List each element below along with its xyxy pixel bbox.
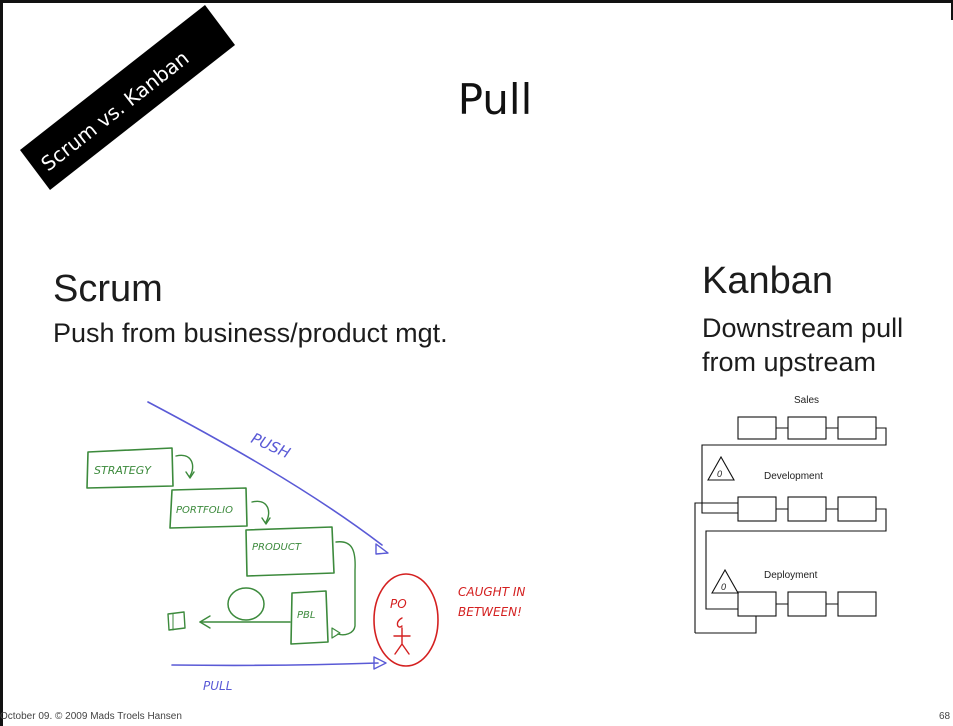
portfolio-connector <box>251 500 270 523</box>
kanban-subtitle-line-2: from upstream <box>702 347 877 377</box>
po-figure-head <box>396 617 403 628</box>
deployment-buffer-symbol: 0 <box>721 582 726 592</box>
push-arrow-head <box>375 543 389 555</box>
slide-left-border <box>0 0 3 726</box>
portfolio-box <box>169 487 248 529</box>
pull-label: PULL <box>203 679 232 693</box>
pbl-box <box>290 590 329 645</box>
push-arrow-line <box>147 401 383 546</box>
product-flow-head <box>331 627 341 639</box>
strategy-box <box>86 447 174 489</box>
deployment-buffer-triangle <box>711 568 739 594</box>
development-label: Development <box>764 471 823 482</box>
strategy-connector <box>175 454 194 477</box>
development-stage-1 <box>737 496 777 522</box>
caught-label-line-2: BETWEEN! <box>458 605 522 619</box>
pbl-outflow-head <box>199 615 211 629</box>
strategy-label: STRATEGY <box>94 464 152 477</box>
footer-copyright: October 09. © 2009 Mads Troels Hansen <box>0 711 182 722</box>
scrum-heading: Scrum <box>53 268 163 310</box>
product-label: PRODUCT <box>252 542 302 553</box>
development-exit <box>876 508 887 527</box>
scrum-push-pull-sketch: PUSH STRATEGY PORTFOLIO PRODUCT PBL PO C… <box>86 401 525 693</box>
sales-exit <box>876 427 887 441</box>
sales-stage-1 <box>737 416 777 440</box>
portfolio-label: PORTFOLIO <box>176 505 233 516</box>
footer-page-number: 68 <box>939 711 951 722</box>
sales-to-development-return <box>701 441 887 514</box>
slide-title: Pull <box>457 75 533 124</box>
pbl-label: PBL <box>297 610 315 621</box>
pull-arrow-head <box>373 656 387 670</box>
development-to-deployment-return <box>705 527 887 610</box>
portfolio-connector-head <box>261 517 271 525</box>
kanban-subtitle-line-1: Downstream pull <box>702 313 904 343</box>
scrum-subtitle: Push from business/product mgt. <box>53 318 448 348</box>
sales-stage-2 <box>787 416 827 440</box>
pull-loop-bottom <box>695 625 757 634</box>
push-label: PUSH <box>248 429 293 462</box>
sales-label: Sales <box>794 395 819 406</box>
po-circle <box>373 573 439 667</box>
development-stage-3 <box>837 496 877 522</box>
kanban-pull-diagram: Sales Development Deployment 0 0 <box>694 395 887 634</box>
caught-label-line-1: CAUGHT IN <box>458 585 525 599</box>
pull-loop-outer <box>694 502 738 633</box>
po-figure-body <box>393 627 411 655</box>
product-box <box>245 526 335 577</box>
release-box <box>167 611 186 631</box>
pull-arrow-line <box>171 662 379 667</box>
deployment-label: Deployment <box>764 570 818 581</box>
product-flow-line <box>335 541 356 636</box>
deployment-stage-2 <box>787 591 827 617</box>
corner-banner: Scrum vs. Kanban <box>20 5 235 190</box>
slide-top-border <box>0 0 953 3</box>
iteration-loop <box>227 587 265 621</box>
kanban-subtitle: Downstream pull from upstream <box>702 311 953 379</box>
banner-text: Scrum vs. Kanban <box>36 46 193 176</box>
development-stage-2 <box>787 496 827 522</box>
banner-ribbon <box>20 5 235 190</box>
development-buffer-symbol: 0 <box>717 469 722 479</box>
strategy-connector-head <box>185 471 195 479</box>
slide-right-border <box>951 0 953 20</box>
po-label: PO <box>390 597 407 611</box>
deployment-stage-1 <box>737 591 777 617</box>
sales-stage-3 <box>837 416 877 440</box>
deployment-stage-3 <box>837 591 877 617</box>
development-buffer-triangle <box>707 455 735 481</box>
kanban-heading: Kanban <box>702 260 834 302</box>
